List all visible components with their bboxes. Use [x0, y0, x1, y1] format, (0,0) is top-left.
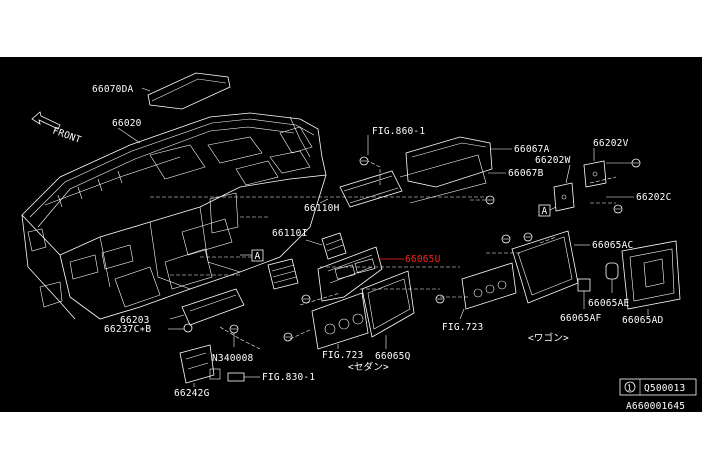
label-66070DA: 66070DA: [92, 84, 134, 95]
cover-66067A: [405, 136, 493, 188]
trim-66065AD: [621, 240, 681, 310]
dashboard-panel-drawing: [21, 112, 327, 320]
screw-icon: [631, 158, 641, 168]
screw-icon: [501, 234, 511, 244]
leader-ref-a: [549, 206, 557, 211]
assembly-line: [367, 160, 381, 185]
switch-66065AF: [577, 278, 591, 292]
leader-66020: [117, 127, 141, 144]
label-fig723-sedan: FIG.723: [322, 350, 363, 361]
leader-fig723-wagon: [459, 308, 465, 320]
center-bezel-66065U: [317, 246, 383, 302]
label-66065Q: 66065Q: [375, 351, 411, 362]
screw-icon: [301, 294, 311, 304]
label-66110H: 66110H: [304, 203, 340, 214]
assembly-line: [539, 236, 557, 244]
glovebox-lid-66070DA: [147, 72, 231, 110]
drawing-id: A660001645: [626, 401, 685, 412]
label-fig723-wagon: FIG.723: [442, 322, 483, 333]
label-wagon: <ワゴン>: [528, 332, 569, 344]
screw-icon: [283, 332, 293, 342]
label-66065AF: 66065AF: [560, 313, 602, 324]
label-66065U: 66065U: [405, 254, 441, 265]
ref-label-a: A: [542, 206, 548, 217]
wagon-panel-66065AC: [461, 230, 579, 310]
parts-diagram: FRONT 66070DA 66020: [0, 57, 702, 412]
note-number: 1: [627, 384, 632, 393]
ref-box-a: [251, 249, 264, 262]
bracket-66202W: [553, 182, 575, 212]
assembly-line: [589, 176, 617, 184]
leader-66202W: [565, 164, 571, 184]
bracket-66202V: [583, 160, 607, 188]
label-N340008: N340008: [212, 353, 254, 364]
connector-icon: [209, 368, 245, 382]
label-66067A: 66067A: [514, 144, 550, 155]
sedan-panel-66065Q: [311, 270, 415, 350]
ref-label-a: A: [255, 251, 261, 262]
label-66065AD: 66065AD: [622, 315, 664, 326]
leader-66110H: [319, 198, 329, 204]
label-66020: 66020: [112, 118, 142, 129]
bracket-66242G: [179, 344, 215, 384]
vent-66110I: [267, 232, 347, 290]
label-fig830: FIG.830-1: [262, 372, 315, 383]
label-66202V: 66202V: [593, 138, 629, 149]
label-66237C: 66237C∗B: [104, 324, 151, 335]
leader-66070DA: [141, 87, 151, 92]
screw-icon: [435, 294, 445, 304]
label-66242G: 66242G: [174, 388, 210, 399]
knob-66065AE: [605, 262, 619, 280]
assembly-line: [289, 328, 313, 340]
screw-icon: [359, 156, 369, 166]
bracket-66203: [181, 288, 245, 326]
assembly-line: [219, 326, 261, 350]
screw-icon: [613, 204, 623, 214]
clip-icon: [183, 323, 193, 333]
label-66065AE: 66065AE: [588, 298, 630, 309]
screw-icon: [485, 195, 495, 205]
note-box: [619, 378, 697, 396]
screw-icon: [523, 232, 533, 242]
label-66110I: 66110I: [272, 228, 308, 239]
front-label: FRONT: [51, 125, 83, 145]
leader-66203: [169, 314, 185, 320]
label-66203: 66203: [120, 315, 150, 326]
parts-diagram-svg: FRONT 66070DA 66020: [21, 72, 697, 412]
label-66202C: 66202C: [636, 192, 672, 203]
ref-box-a: [538, 204, 551, 217]
label-66065AC: 66065AC: [592, 240, 633, 251]
label-sedan: <セダン>: [348, 361, 389, 373]
front-arrow-icon: [31, 111, 61, 130]
label-fig860: FIG.860-1: [372, 126, 425, 137]
screw-icon: [229, 324, 239, 334]
label-66202W: 66202W: [535, 155, 571, 166]
switch-panel-66067B: [339, 154, 487, 208]
note-code: Q500013: [644, 383, 685, 394]
leader-66110I: [305, 239, 323, 246]
label-66067B: 66067B: [508, 168, 544, 179]
